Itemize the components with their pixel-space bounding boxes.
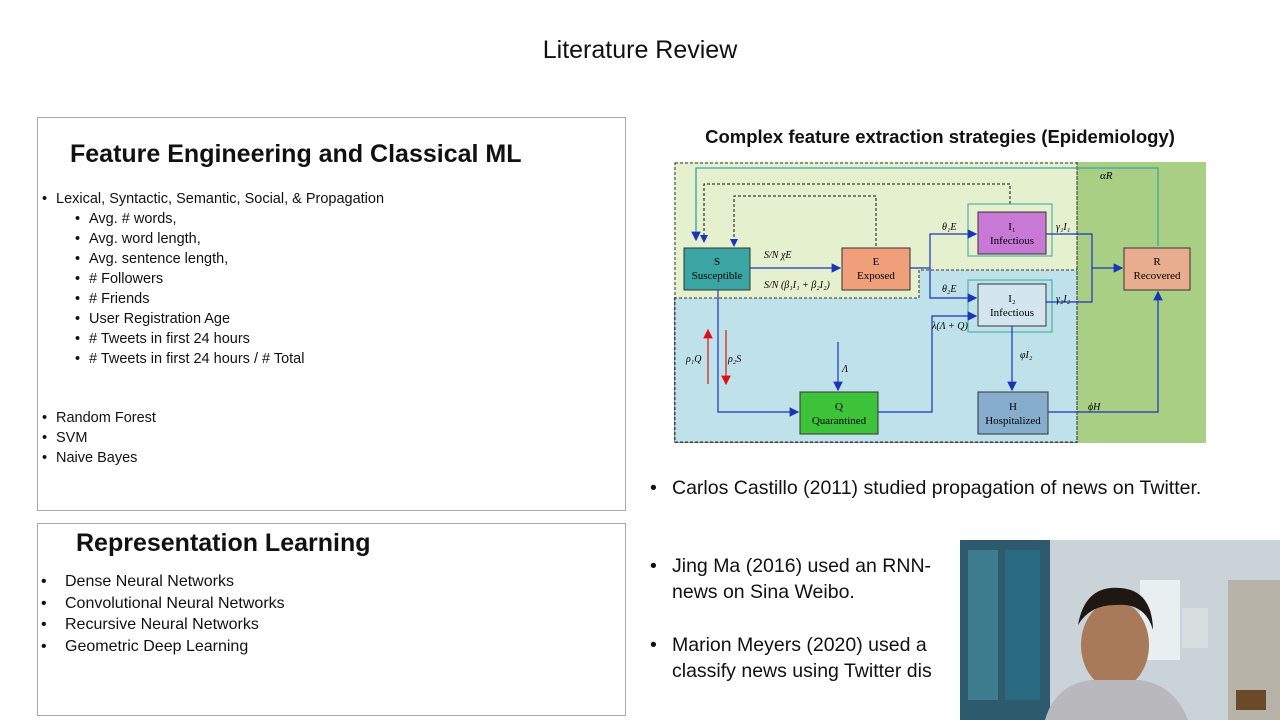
feature-engineering-heading: Feature Engineering and Classical ML: [70, 140, 522, 168]
svg-text:S/N (β₁I₁ + β₂I₂): S/N (β₁I₁ + β₂I₂): [764, 280, 831, 291]
list-item: Random Forest: [42, 408, 156, 428]
svg-text:H: H: [1009, 401, 1017, 413]
list-item: Avg. # words,: [75, 209, 304, 229]
svg-text:Recovered: Recovered: [1133, 270, 1181, 282]
svg-text:Hospitalized: Hospitalized: [985, 415, 1041, 427]
svg-text:Exposed: Exposed: [857, 270, 895, 282]
representation-learning-heading: Representation Learning: [76, 529, 371, 557]
svg-text:S/N χE: S/N χE: [764, 250, 791, 261]
svg-text:αR: αR: [1100, 170, 1113, 182]
list-item: # Friends: [75, 289, 304, 309]
literature-item-castillo: Carlos Castillo (2011) studied propagati…: [650, 476, 1212, 502]
svg-text:φI₂: φI₂: [1020, 350, 1033, 361]
list-item: Dense Neural Networks: [41, 571, 285, 593]
infectious-1-node: [977, 211, 1047, 255]
svg-text:ϕH: ϕH: [1088, 402, 1101, 413]
svg-text:ρ₁Q: ρ₁Q: [685, 354, 702, 365]
list-item: # Tweets in first 24 hours / # Total: [75, 349, 304, 369]
svg-text:Q: Q: [835, 401, 843, 413]
svg-text:E: E: [873, 256, 880, 268]
feature-sub-list: Avg. # words, Avg. word length, Avg. sen…: [75, 209, 304, 369]
svg-text:I₂: I₂: [1008, 293, 1016, 305]
list-item: SVM: [42, 428, 156, 448]
feature-categories: Lexical, Syntactic, Semantic, Social, & …: [42, 189, 384, 209]
representation-learning-panel: Representation Learning Dense Neural Net…: [37, 523, 626, 716]
representation-list: Dense Neural Networks Convolutional Neur…: [41, 571, 285, 658]
list-item: Avg. word length,: [75, 229, 304, 249]
list-item: Geometric Deep Learning: [41, 636, 285, 658]
quarantined-node: [799, 391, 879, 435]
feature-engineering-panel: Feature Engineering and Classical ML Lex…: [37, 117, 626, 511]
list-item: # Tweets in first 24 hours: [75, 329, 304, 349]
literature-item-ma: Jing Ma (2016) used an RNN-news on Sina …: [650, 554, 1212, 605]
model-list: Random Forest SVM Naive Bayes: [42, 408, 156, 468]
webcam-scene-icon: [960, 540, 1280, 720]
svg-text:Infectious: Infectious: [990, 307, 1034, 319]
feature-list: Lexical, Syntactic, Semantic, Social, & …: [42, 189, 384, 209]
svg-text:Susceptible: Susceptible: [692, 270, 743, 282]
hospitalized-node: [977, 391, 1049, 435]
svg-text:Infectious: Infectious: [990, 235, 1034, 247]
list-item: Recursive Neural Networks: [41, 614, 285, 636]
presenter-webcam: [960, 540, 1280, 720]
epidemiology-diagram: S Susceptible E Exposed I₁ Infectious I₂…: [674, 162, 1206, 443]
svg-text:θ₂E: θ₂E: [942, 284, 957, 295]
list-item: Convolutional Neural Networks: [41, 593, 285, 615]
exposed-node: [841, 247, 911, 291]
svg-text:R: R: [1153, 256, 1161, 268]
epidemiology-heading: Complex feature extraction strategies (E…: [705, 126, 1175, 147]
svg-text:Quarantined: Quarantined: [812, 415, 867, 427]
svg-text:I₁: I₁: [1008, 221, 1016, 233]
susceptible-node: [683, 247, 751, 291]
infectious-2-node: [977, 283, 1047, 327]
recovered-node: [1123, 247, 1191, 291]
svg-text:S: S: [714, 256, 720, 268]
slide-title: Literature Review: [542, 36, 738, 64]
list-item: Avg. sentence length,: [75, 249, 304, 269]
recovered-zone: [1077, 162, 1206, 443]
svg-text:Λ: Λ: [841, 364, 848, 375]
svg-text:θ₁E: θ₁E: [942, 222, 957, 233]
svg-text:ρ₂S: ρ₂S: [727, 354, 741, 365]
svg-text:λ(Λ + Q): λ(Λ + Q): [931, 321, 968, 332]
svg-text:γ₁I₁: γ₁I₁: [1056, 222, 1070, 233]
list-item: Naive Bayes: [42, 448, 156, 468]
list-item: User Registration Age: [75, 309, 304, 329]
list-item: # Followers: [75, 269, 304, 289]
svg-text:γ₂I₂: γ₂I₂: [1056, 294, 1071, 305]
